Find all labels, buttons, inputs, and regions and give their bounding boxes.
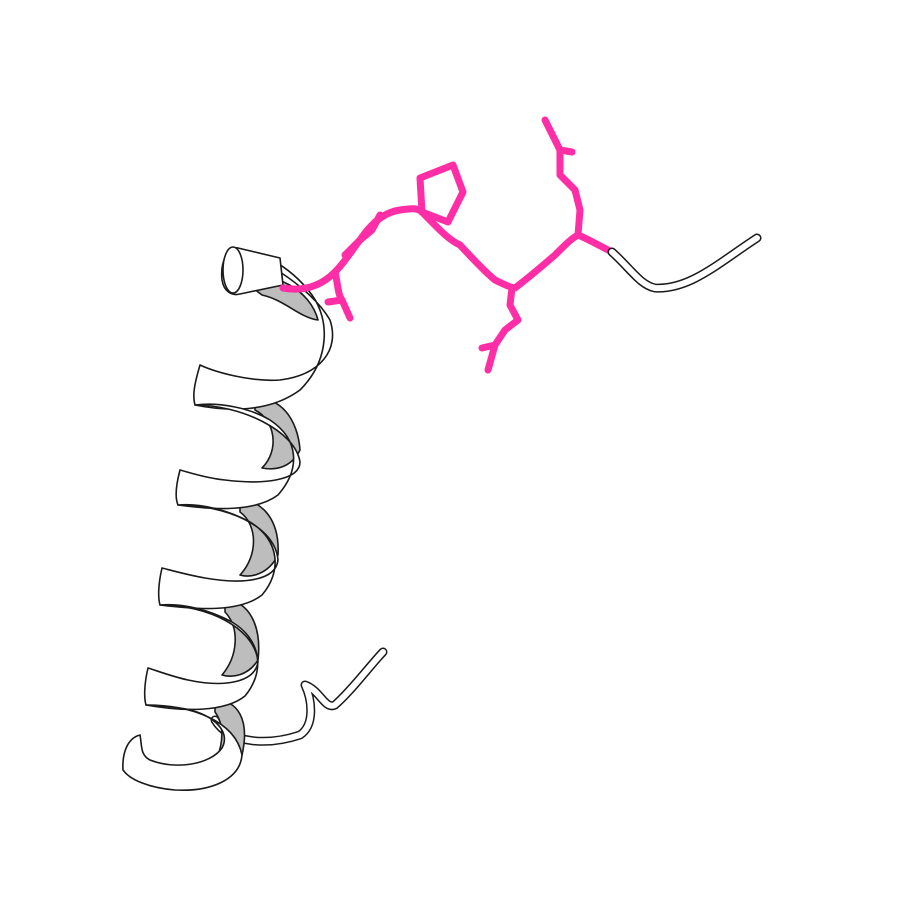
residue-ring	[341, 211, 384, 259]
helix-back-segment	[221, 599, 260, 677]
helix-back-segment	[254, 398, 301, 470]
alpha-helix-ribbon	[122, 246, 334, 791]
helix-front-segment	[193, 248, 334, 410]
residue-sidechain	[541, 116, 584, 239]
residue-sidechain	[478, 284, 522, 374]
helix-front-segment	[122, 704, 243, 791]
lower-loop-coil	[210, 647, 388, 746]
helix-front-segment	[175, 403, 301, 510]
proline-ring	[416, 161, 467, 226]
helix-end-cap-face	[222, 246, 244, 294]
helix-front-segment	[157, 503, 279, 610]
helix-back-segment	[239, 499, 279, 577]
residue-sidechain	[324, 268, 354, 322]
helix-front-segment	[143, 603, 259, 711]
highlighted-residues	[279, 116, 616, 374]
right-tail-coil	[607, 233, 762, 293]
